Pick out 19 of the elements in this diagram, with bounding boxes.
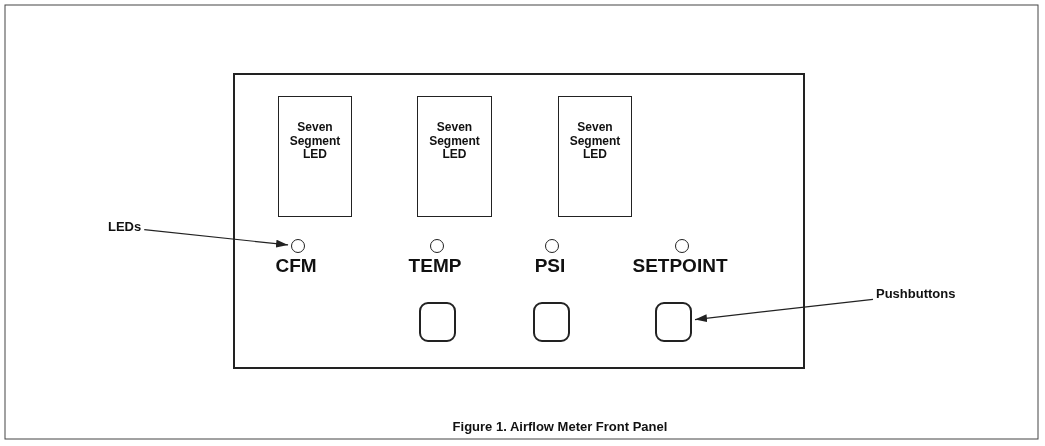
display-label: Seven Segment LED bbox=[428, 120, 481, 163]
display-box bbox=[417, 96, 492, 217]
display-label: Seven Segment LED bbox=[288, 120, 342, 163]
mode-label: TEMP bbox=[408, 255, 462, 277]
display-box bbox=[558, 96, 632, 217]
panel-outline bbox=[233, 73, 805, 369]
leader-arrow bbox=[143, 228, 289, 248]
mode-label: PSI bbox=[534, 255, 566, 277]
callout-label: LEDs bbox=[108, 220, 142, 235]
callout-label: Pushbuttons bbox=[876, 287, 956, 302]
pushbutton bbox=[419, 302, 456, 342]
mode-label: SETPOINT bbox=[632, 255, 728, 277]
figure-caption: Figure 1. Airflow Meter Front Panel bbox=[452, 419, 668, 434]
pushbutton bbox=[533, 302, 570, 342]
mode-label: CFM bbox=[275, 255, 317, 277]
pushbutton bbox=[655, 302, 692, 342]
display-label: Seven Segment LED bbox=[568, 120, 622, 163]
display-box bbox=[278, 96, 352, 217]
leader-arrow bbox=[694, 298, 874, 323]
